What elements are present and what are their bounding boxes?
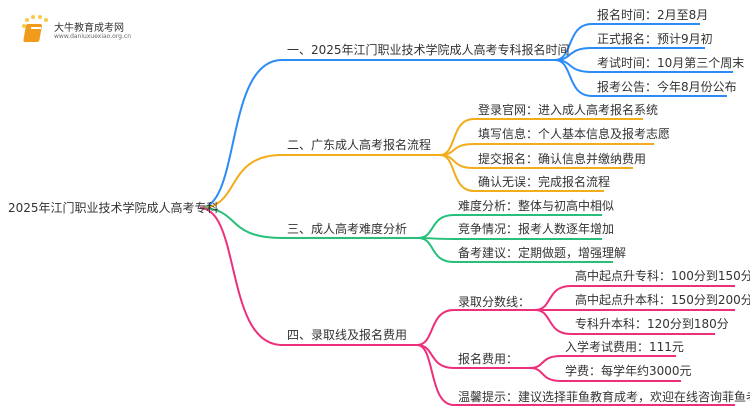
connector-line: [416, 344, 530, 369]
leaf[interactable]: 高中起点升专科：100分到150分: [575, 269, 750, 283]
leaf[interactable]: 专科升本科：120分到180分: [575, 317, 729, 331]
leaf[interactable]: 确认无误：完成报名流程: [478, 175, 611, 189]
connector-line: [439, 154, 604, 192]
leaf[interactable]: 报名时间：2月至8月: [597, 8, 709, 22]
root-node[interactable]: 2025年江门职业技术学院成人高考专科: [8, 201, 219, 215]
leaf[interactable]: 登录官网：进入成人高考报名系统: [478, 103, 659, 117]
connector-line: [199, 207, 418, 239]
leaf[interactable]: 提交报名：确认信息并缴纳费用: [478, 152, 647, 166]
connector-line: [534, 309, 715, 335]
leaf[interactable]: 难度分析：整体与初高中相似: [458, 199, 615, 213]
sub-node-scores[interactable]: 录取分数线：: [458, 295, 531, 309]
leaf[interactable]: 学费：每学年约3000元: [565, 364, 692, 378]
connector-line: [417, 237, 613, 263]
book-logo-icon: [22, 15, 48, 42]
logo: 大牛教育成考网 www.daniuxuexiao.org.cn: [18, 14, 138, 44]
leaf[interactable]: 正式报名：预计9月初: [597, 32, 713, 46]
sub-node-fees[interactable]: 报名费用：: [458, 352, 519, 366]
connector-line: [416, 344, 735, 406]
branch-1-label[interactable]: 一、2025年江门职业技术学院成人高考专科报名时间: [287, 43, 570, 57]
connector-line: [199, 207, 417, 346]
connector-line: [554, 59, 727, 97]
leaf[interactable]: 高中起点升本科：150分到200分: [575, 293, 750, 307]
branch-2-label[interactable]: 二、广东成人高考报名流程: [287, 138, 432, 152]
connector-line: [199, 59, 555, 209]
connector-line: [416, 309, 535, 346]
leaf[interactable]: 考试时间：10月第三个周末: [597, 56, 745, 70]
branch-3-label[interactable]: 三、成人高考难度分析: [287, 222, 408, 236]
leaf[interactable]: 备考建议：定期做题，增强理解: [458, 246, 627, 260]
connector-line: [417, 237, 602, 240]
connector-line: [529, 367, 681, 382]
leaf[interactable]: 填写信息：个人基本信息及报考志愿: [478, 127, 671, 141]
leaf[interactable]: 竞争情况：报考人数逐年增加: [458, 222, 615, 236]
sub-node-tip[interactable]: 温馨提示：建议选择菲鱼教育成考，欢迎在线咨询菲鱼老师！: [458, 390, 750, 404]
logo-name: 大牛教育成考网: [54, 23, 124, 34]
branch-4-label[interactable]: 四、录取线及报名费用: [287, 328, 408, 342]
logo-url: www.daniuxuexiao.org.cn: [54, 33, 131, 40]
leaf[interactable]: 报考公告：今年8月份公布: [597, 80, 737, 94]
connector-line: [199, 154, 440, 209]
leaf[interactable]: 入学考试费用：111元: [565, 340, 684, 354]
